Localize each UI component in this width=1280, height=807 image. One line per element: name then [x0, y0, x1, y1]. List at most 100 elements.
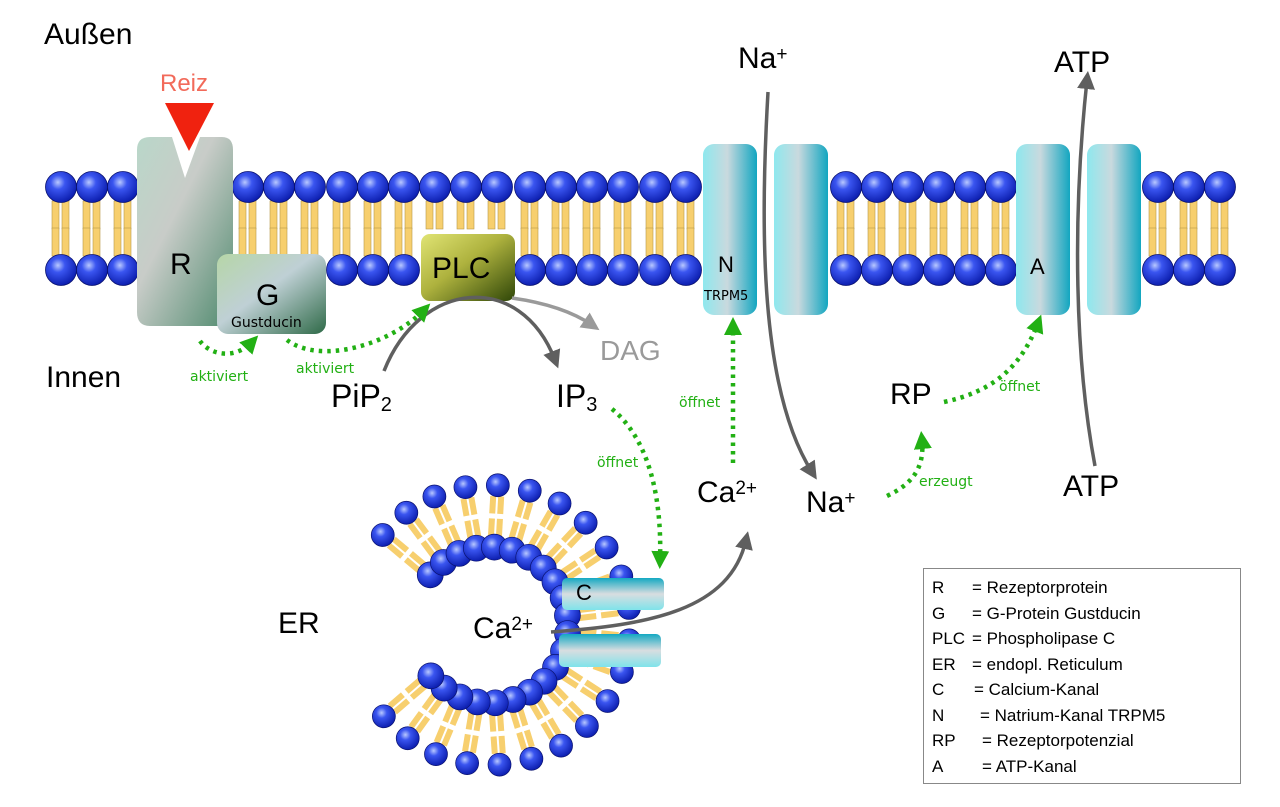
phospholipid [830, 171, 862, 286]
lipid-head [923, 254, 955, 286]
lipid-tail [441, 527, 454, 546]
lipid-tail [464, 520, 474, 539]
lipid-tail [394, 227, 403, 257]
lipid-tail [51, 200, 60, 230]
lipid-tail [1179, 200, 1188, 230]
lipid-head [326, 254, 358, 286]
lipid-tail [435, 200, 444, 230]
lipid-tail [497, 200, 506, 230]
lipid-head [517, 478, 542, 503]
ca-main: Ca [697, 476, 736, 509]
lipid-head [76, 171, 108, 203]
na-in-superscript: + [844, 488, 856, 509]
pip2-main: PiP [331, 378, 381, 414]
lipid-head [861, 171, 893, 203]
lipid-tail [1210, 200, 1219, 230]
opens-er-label: öffnet [597, 455, 639, 471]
lipid-head [294, 171, 326, 203]
lipid-tail [332, 227, 341, 257]
er-phospholipid [453, 475, 490, 562]
lipid-tail [460, 498, 470, 517]
lipid-tail [310, 200, 319, 230]
lipid-tail [655, 227, 664, 257]
lipid-tail [567, 700, 585, 718]
lipid-tail [545, 542, 563, 560]
phospholipid [419, 171, 451, 230]
ca-er-label: Ca2+ [473, 614, 533, 644]
lipid-tail [561, 200, 570, 230]
pip2-label: PiP2 [331, 380, 392, 415]
lipid-tail [465, 711, 475, 730]
lipid-head [892, 254, 924, 286]
lipid-head [639, 254, 671, 286]
phospholipid [326, 171, 358, 286]
lipid-head [45, 171, 77, 203]
phospholipid [357, 171, 389, 286]
lipid-head [514, 254, 546, 286]
lipid-head [394, 500, 419, 525]
sodium-influx-arrow [762, 91, 817, 480]
lipid-tail [623, 200, 632, 230]
ip3-opens-ca-channel-arrow [610, 407, 670, 569]
lipid-tail [846, 227, 855, 257]
lipid-head [892, 171, 924, 203]
lipid-tail [960, 200, 969, 230]
lipid-head [422, 484, 447, 509]
lipid-head [923, 171, 955, 203]
ca-release-arrow [550, 531, 753, 634]
lipid-tail [561, 227, 570, 257]
legend-value: = Calcium-Kanal [974, 680, 1100, 699]
na-out-main: Na [738, 42, 777, 75]
lipid-head [954, 171, 986, 203]
lipid-tail [404, 227, 413, 257]
lipid-tail [676, 227, 685, 257]
legend-value: = Natrium-Kanal TRPM5 [980, 705, 1166, 725]
lipid-tail [686, 200, 695, 230]
dag-label: DAG [600, 335, 661, 366]
lipid-tail [420, 540, 436, 558]
rp-opens-atp-arrow [943, 314, 1044, 405]
lipid-head [607, 171, 639, 203]
lipid-tail [466, 200, 475, 230]
lipid-tail [123, 227, 132, 257]
lipid-tail [439, 503, 453, 523]
lipid-tail [92, 227, 101, 257]
lipid-tail [1189, 227, 1198, 257]
lipid-tail [425, 200, 434, 230]
lipid-tail [407, 522, 423, 540]
lipid-tail [523, 729, 535, 748]
lipid-tail [413, 517, 429, 536]
lipid-tail [908, 200, 917, 230]
lipid-head [594, 535, 619, 560]
lipid-tail [836, 227, 845, 257]
lipid-head [388, 254, 420, 286]
lipid-head [450, 171, 482, 203]
lipid-head [326, 171, 358, 203]
lipid-tail [846, 200, 855, 230]
legend-row: RP= Rezeptorpotenzial [932, 728, 1240, 754]
lipid-tail [547, 717, 562, 736]
lipid-tail [1001, 200, 1010, 230]
er-phospholipid [516, 678, 573, 758]
lipid-tail [536, 698, 551, 717]
lipid-tail [427, 535, 443, 553]
pip2-to-ip3-arrow [382, 295, 561, 372]
lipid-tail [279, 200, 288, 230]
lipid-head [1204, 254, 1236, 286]
lipid-tail [645, 200, 654, 230]
er-label: ER [278, 607, 320, 640]
lipid-tail [432, 507, 445, 526]
na-outside-label: Na+ [738, 44, 787, 74]
legend-key: R [932, 578, 945, 597]
lipid-tail [462, 733, 471, 752]
lipid-head [357, 171, 389, 203]
lipid-tail [448, 524, 462, 543]
lipid-tail [472, 518, 482, 538]
lipid-head [417, 662, 445, 690]
legend-key: N [932, 705, 945, 725]
lipid-tail [497, 713, 505, 732]
phospholipid [481, 171, 513, 230]
legend-row: A= ATP-Kanal [932, 754, 1240, 780]
lipid-head [830, 171, 862, 203]
